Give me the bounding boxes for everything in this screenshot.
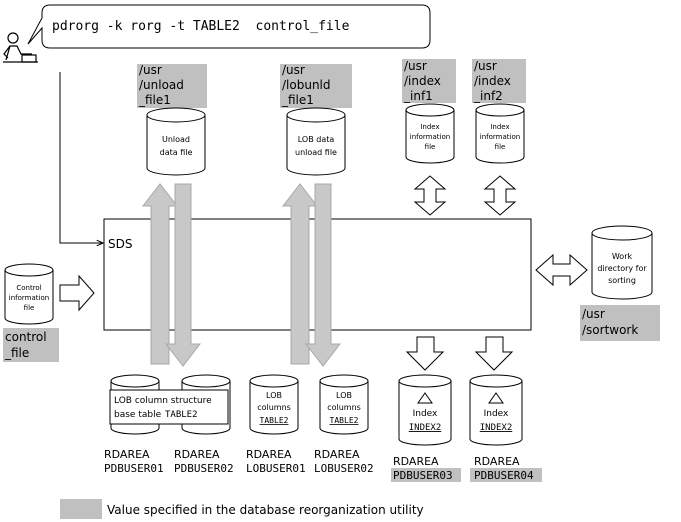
lob-cols-2-line-1: LOB [336, 391, 352, 400]
rdarea-pdbuser04-highlight [470, 468, 542, 482]
rdarea-lobuser01-cylinder [249, 374, 299, 435]
legend-swatch [60, 499, 102, 519]
index-inf1-cyl-line-2: information [410, 133, 450, 141]
unload-cyl-line-1: Unload [162, 135, 190, 144]
lob-up-arrow [281, 183, 319, 365]
lobunld-cyl-line-1: LOB data [298, 135, 335, 144]
rdarea-3-type: RDAREA [246, 448, 292, 461]
unload-up-arrow [141, 183, 179, 365]
sds-to-rdarea03-arrow [405, 336, 445, 371]
rdarea-4-type: RDAREA [314, 448, 360, 461]
rdarea-1-type: RDAREA [104, 448, 150, 461]
lobunld-path-line-3: _file1 [281, 93, 314, 107]
index-inf2-cylinder [475, 103, 525, 164]
work-cyl-line-2: directory for [597, 264, 647, 273]
index-inf2-cyl-line-2: information [480, 133, 520, 141]
rdarea-6-type: RDAREA [474, 455, 520, 468]
legend-text: Value specified in the database reorgani… [107, 503, 424, 517]
control-info-file-cylinder [4, 263, 54, 325]
rdarea-pdbuser04-cylinder [469, 374, 523, 446]
index-inf1-path-highlight [402, 59, 456, 103]
index-2-triangle-icon [488, 392, 504, 404]
unload-path-line-2: /unload [139, 78, 184, 92]
control-file-path-line-1: control [5, 330, 47, 344]
lob-unload-file-cylinder [286, 107, 346, 176]
work-cyl-line-1: Work [612, 252, 633, 261]
index-inf2-path-line-3: _inf2 [473, 89, 503, 103]
user-icon [3, 32, 38, 63]
lobunld-path-highlight [280, 64, 352, 108]
index-inf2-cyl-line-1: Index [490, 123, 509, 131]
unload-data-file-cylinder [146, 107, 206, 176]
index-inf1-path-line-1: /usr [404, 59, 427, 73]
lob-cols-1-name: TABLE2 [260, 416, 289, 425]
index-inf2-path-line-2: /index [474, 74, 511, 88]
rdarea-pdbuser03-cylinder [398, 374, 452, 446]
rdarea-2-name: PDBUSER02 [174, 462, 234, 475]
lob-cols-2-name: TABLE2 [330, 416, 359, 425]
index-1-triangle-icon [417, 392, 433, 404]
rdarea-pdbuser03-highlight [391, 468, 461, 482]
rdarea-2-type: RDAREA [174, 448, 220, 461]
index-inf2-cyl-line-3: file [495, 143, 506, 151]
lob-down-arrow [304, 183, 342, 367]
rdarea-4-name: LOBUSER02 [314, 462, 374, 475]
index-2-name: INDEX2 [480, 423, 513, 433]
unload-path-line-1: /usr [139, 63, 162, 77]
rdarea-lobuser02-cylinder [319, 374, 369, 435]
command-to-sds-line [59, 72, 103, 243]
workdir-double-arrow [535, 253, 588, 287]
index-1-label: Index [413, 409, 438, 419]
sortwork-path-highlight [580, 305, 660, 341]
work-cyl-line-3: sorting [608, 276, 636, 285]
command-bubble [27, 4, 431, 49]
base-table-line-1: LOB column structure [114, 396, 212, 406]
rdarea-6-name: PDBUSER04 [474, 469, 534, 482]
control-cyl-line-2: information [9, 294, 49, 302]
sds-to-rdarea04-arrow [474, 336, 514, 371]
lob-cols-2-line-2: columns [327, 403, 361, 412]
sortwork-path-line-1: /usr [582, 307, 605, 321]
index-inf2-path-highlight [472, 59, 526, 103]
unload-path-highlight [137, 64, 207, 108]
index-inf1-cylinder [405, 103, 455, 164]
base-table-name: TABLE2 [165, 410, 198, 420]
index-inf2-double-arrow [483, 175, 517, 216]
index-inf1-cyl-line-1: Index [420, 123, 439, 131]
rdarea-5-type: RDAREA [393, 455, 439, 468]
index-inf1-path-line-3: _inf1 [403, 89, 433, 103]
control-cyl-line-3: file [24, 304, 35, 312]
lob-cols-1-line-1: LOB [266, 391, 282, 400]
rdarea-5-name: PDBUSER03 [393, 469, 453, 482]
unload-cyl-line-2: data file [160, 148, 193, 157]
control-file-path-highlight [3, 328, 59, 362]
index-inf1-path-line-2: /index [404, 74, 441, 88]
lobunld-path-line-1: /usr [282, 63, 305, 77]
lob-cols-1-line-2: columns [257, 403, 291, 412]
rdarea-1-name: PDBUSER01 [104, 462, 164, 475]
highlight-group [3, 59, 660, 519]
index-inf2-path-line-1: /usr [474, 59, 497, 73]
command-text: pdrorg -k rorg -t TABLE2 control_file [52, 19, 350, 34]
base-table-box [109, 389, 229, 425]
control-cyl-line-1: Control [16, 284, 41, 292]
lobunld-path-line-2: /lobunld [282, 78, 331, 92]
base-table-line-2: base table [114, 410, 162, 420]
index-2-label: Index [484, 409, 509, 419]
index-inf1-double-arrow [413, 175, 447, 216]
control-to-sds-arrow [59, 274, 95, 312]
sds-label: SDS [108, 237, 132, 251]
control-file-path-line-2: _file [4, 346, 29, 360]
unload-path-line-3: _file1 [138, 93, 171, 107]
work-directory-cylinder [591, 225, 653, 300]
lobunld-cyl-line-2: unload file [295, 148, 337, 157]
rdarea-3-name: LOBUSER01 [246, 462, 306, 475]
index-1-name: INDEX2 [409, 423, 442, 433]
index-inf1-cyl-line-3: file [425, 143, 436, 151]
unload-down-arrow [164, 183, 202, 367]
sortwork-path-line-2: /sortwork [582, 323, 638, 337]
